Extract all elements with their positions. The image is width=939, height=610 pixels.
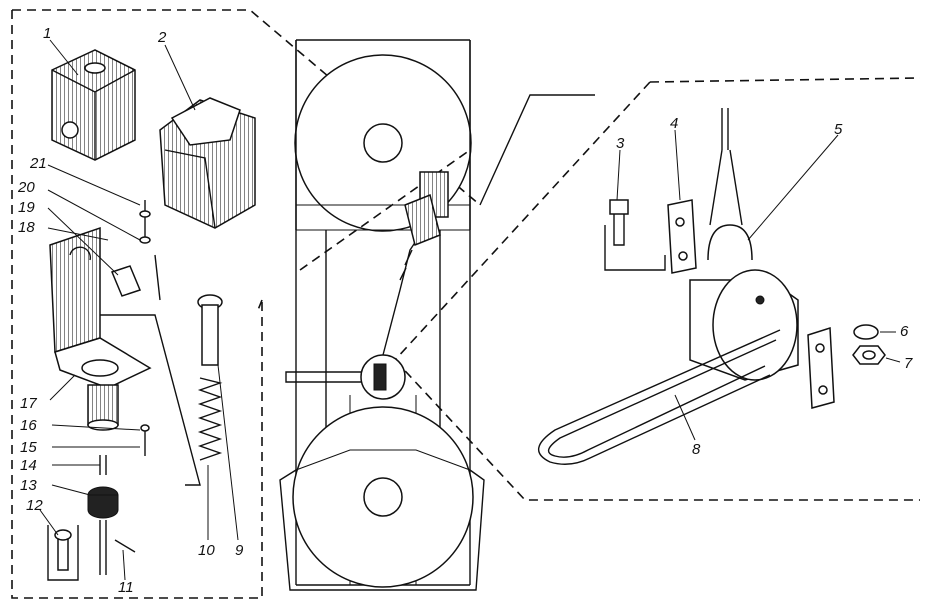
- part-8-loop-rod: [538, 329, 781, 465]
- part-7-nut: [852, 345, 886, 365]
- label-14: 14: [20, 457, 37, 474]
- part-17-bracket: [49, 226, 152, 431]
- right-group-outline: [394, 77, 921, 501]
- part-4-plate: [667, 199, 697, 274]
- label-13: 13: [20, 477, 37, 494]
- label-21: 21: [29, 155, 47, 172]
- label-2: 2: [157, 29, 167, 46]
- part-labels: 1 2 21 20 19 18 17 16 15 14 13 12 11 10 …: [17, 25, 913, 596]
- label-9: 9: [235, 542, 244, 559]
- part-15-screw: [140, 424, 150, 456]
- lower-pulley-hub: [363, 477, 403, 517]
- part-1-box: [51, 49, 136, 161]
- label-17: 17: [20, 395, 37, 412]
- leader-lines: [39, 39, 901, 581]
- label-20: 20: [17, 179, 35, 196]
- label-3: 3: [616, 135, 625, 152]
- label-11: 11: [118, 579, 134, 596]
- part-5-weight: [689, 108, 799, 381]
- part-2-cap: [159, 97, 256, 229]
- upper-pulley-hub: [363, 123, 403, 163]
- part-10-spring: [197, 377, 223, 461]
- label-5: 5: [834, 121, 843, 138]
- part-6-washer: [853, 324, 879, 340]
- label-1: 1: [43, 25, 51, 42]
- part-21-screw: [139, 200, 151, 244]
- tension-device: [285, 171, 449, 400]
- label-8: 8: [692, 441, 701, 458]
- label-12: 12: [26, 497, 43, 514]
- part-plate-right: [807, 326, 835, 409]
- part-11-pin: [114, 539, 136, 553]
- part-3-bolt: [604, 199, 666, 271]
- label-15: 15: [20, 439, 37, 456]
- part-9-rod: [197, 294, 223, 366]
- label-7: 7: [904, 355, 913, 372]
- pulley-frame: [279, 39, 485, 591]
- label-16: 16: [20, 417, 37, 434]
- part-13-collar: [87, 486, 119, 519]
- label-4: 4: [670, 115, 678, 132]
- label-19: 19: [18, 199, 35, 216]
- part-18-pin: [110, 265, 142, 297]
- part-12-bolt: [47, 525, 79, 581]
- label-6: 6: [900, 323, 909, 340]
- label-18: 18: [18, 219, 35, 236]
- label-10: 10: [198, 542, 215, 559]
